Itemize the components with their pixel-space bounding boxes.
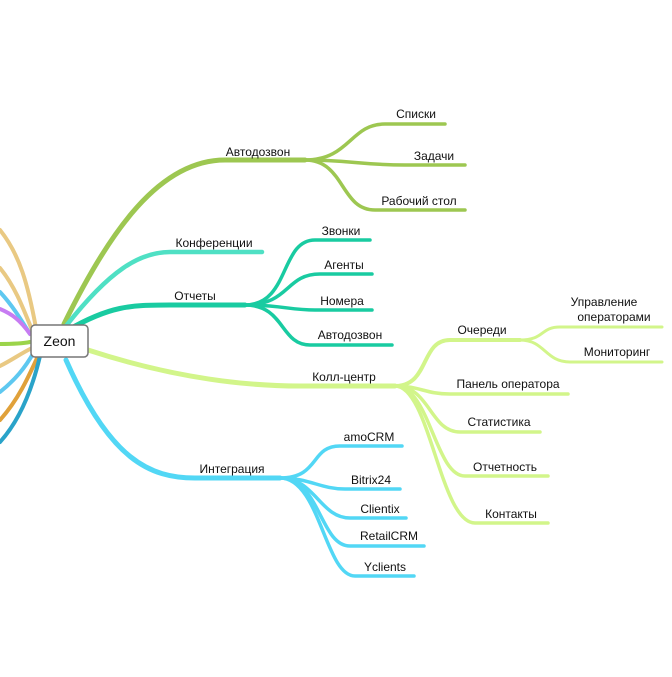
offscreen-branch-tan-3: [0, 346, 34, 368]
branch-callcenter: [85, 325, 664, 525]
edge-root-integration: [63, 357, 283, 481]
node-callcenter-child-1[interactable]: Панель оператора: [456, 377, 559, 391]
node-autodial-child-3[interactable]: Рабочий стол: [381, 194, 456, 208]
edge-callcenter-contacts: [393, 384, 550, 525]
node-integration-child-1[interactable]: amoCRM: [344, 430, 395, 444]
edge-autodial-desktop: [303, 158, 467, 212]
edge-queues-monitoring: [518, 338, 664, 364]
branch-integration: [63, 357, 426, 578]
edge-root-autodial: [61, 157, 308, 327]
node-queues[interactable]: Очереди: [457, 323, 506, 337]
node-reports-child-1[interactable]: Звонки: [322, 224, 361, 238]
node-callcenter-child-4[interactable]: Контакты: [485, 507, 537, 521]
node-reports-child-2[interactable]: Агенты: [324, 258, 364, 272]
edge-integration-yclients: [278, 476, 416, 578]
offscreen-branch-tan-2: [0, 266, 34, 332]
node-queues-child-1-line-1[interactable]: Управление: [571, 295, 638, 309]
node-reports-child-4[interactable]: Автодозвон: [318, 328, 382, 342]
node-queues-child-1-line-2[interactable]: операторами: [577, 310, 650, 324]
edge-reports-calls: [243, 238, 372, 307]
edge-root-callcenter: [85, 347, 398, 389]
edge-integration-amocrm: [278, 444, 404, 480]
edge-root-reports: [65, 302, 248, 333]
branch-reports: [65, 238, 394, 347]
offscreen-branch-tan-1: [0, 228, 38, 330]
root-node[interactable]: Zeon: [30, 324, 89, 358]
branch-conference: [63, 249, 265, 329]
edge-queues-management: [518, 325, 664, 342]
edge-callcenter-queues: [393, 338, 522, 388]
offscreen-branch-teal: [0, 354, 42, 444]
node-integration-child-2[interactable]: Bitrix24: [351, 473, 391, 487]
edge-autodial-spiski: [303, 122, 447, 162]
root-node-box: [30, 324, 89, 358]
branch-autodial: [61, 122, 467, 327]
node-callcenter-child-3[interactable]: Отчетность: [473, 460, 537, 474]
node-integration-child-3[interactable]: Clientix: [360, 502, 399, 516]
offscreen-branch-green: [0, 340, 32, 346]
offscreen-branch-purple: [0, 307, 32, 336]
offscreen-branch-orange: [0, 354, 40, 422]
node-callcenter-child-2[interactable]: Статистика: [467, 415, 530, 429]
edge-root-conference: [63, 249, 265, 329]
root-node-label: Zeon: [44, 333, 76, 349]
edge-reports-autodial: [243, 303, 394, 347]
node-integration-child-4[interactable]: RetailCRM: [360, 529, 418, 543]
node-autodial-child-2[interactable]: Задачи: [414, 149, 454, 163]
edge-autodial-zadachi: [303, 158, 467, 167]
node-reports-child-3[interactable]: Номера: [320, 294, 364, 308]
node-queues-child-2[interactable]: Мониторинг: [584, 345, 651, 359]
node-integration[interactable]: Интеграция: [199, 462, 264, 476]
node-callcenter[interactable]: Колл-центр: [312, 370, 376, 384]
node-autodial[interactable]: Автодозвон: [226, 145, 290, 159]
node-integration-child-5[interactable]: Yclients: [364, 560, 406, 574]
node-conference[interactable]: Конференции: [175, 236, 252, 250]
node-reports[interactable]: Отчеты: [174, 289, 215, 303]
offscreen-branches: [0, 228, 42, 444]
node-autodial-child-1[interactable]: Списки: [396, 107, 436, 121]
